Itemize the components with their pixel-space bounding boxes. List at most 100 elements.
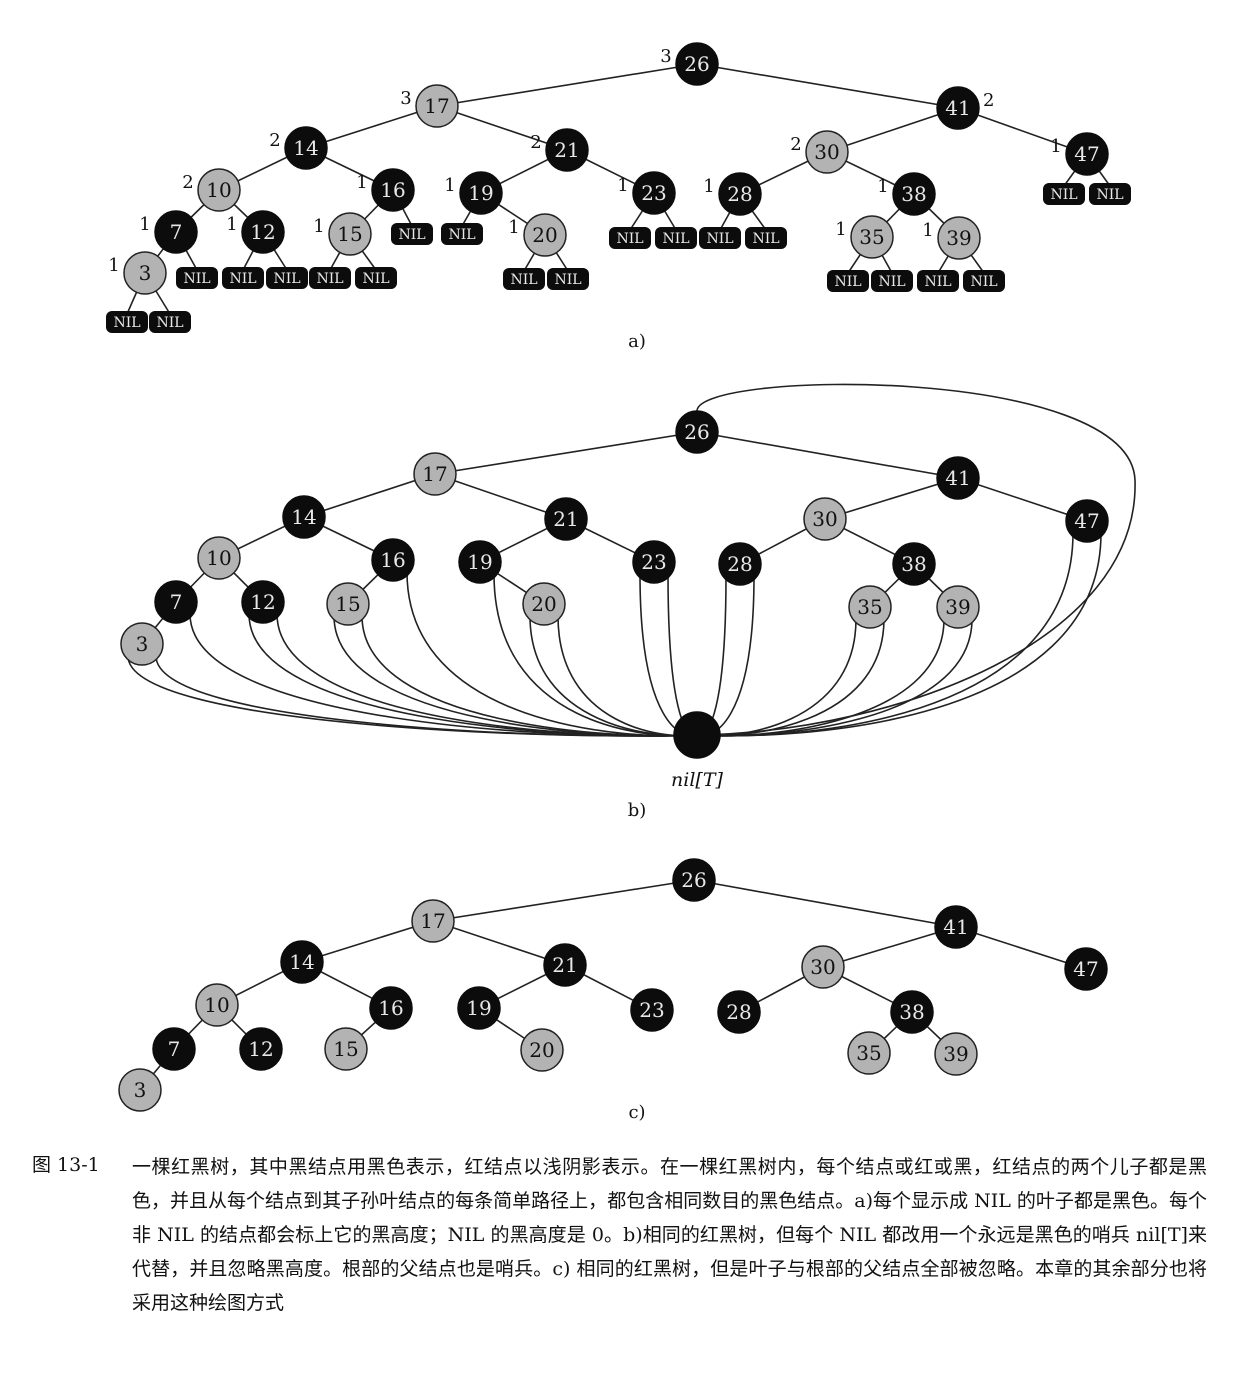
nil-text: NIL	[752, 231, 779, 247]
red-node	[934, 1032, 978, 1076]
tree-node: 28	[717, 990, 761, 1034]
black-node	[675, 410, 719, 454]
black-node	[457, 986, 501, 1030]
black-height-label: 1	[1050, 136, 1061, 157]
tree-node: 30	[801, 945, 845, 989]
black-node	[280, 940, 324, 984]
tree-node: 212	[530, 128, 589, 172]
red-node	[197, 168, 241, 212]
tree-edge	[822, 926, 957, 968]
tree-edge	[696, 431, 959, 479]
nil-text: NIL	[662, 231, 689, 247]
nil-box	[917, 270, 959, 292]
tree-node: 38	[890, 990, 934, 1034]
nil-leaf: NIL	[655, 227, 697, 249]
nil-box	[106, 311, 148, 333]
nil-box	[222, 267, 264, 289]
tree-edge	[432, 879, 695, 922]
tree-edge	[436, 63, 698, 107]
tree-node: 15	[324, 1027, 368, 1071]
tree-edge	[301, 920, 434, 963]
red-node	[197, 536, 241, 580]
node-key: 28	[727, 552, 752, 576]
nil-text: NIL	[878, 274, 905, 290]
nil-leaf: NIL	[441, 223, 483, 245]
node-key: 47	[1073, 957, 1098, 981]
nil-leaf: NIL	[391, 223, 433, 245]
nil-text: NIL	[183, 271, 210, 287]
node-key: 10	[206, 178, 231, 202]
node-key: 47	[1074, 509, 1099, 533]
tree-edge	[434, 431, 698, 475]
nil-leaf: NIL	[547, 268, 589, 290]
black-height-label: 2	[269, 130, 280, 151]
tree-node: 281	[703, 172, 762, 216]
node-key: 15	[335, 592, 360, 616]
black-node	[630, 988, 674, 1032]
tree-edge	[305, 105, 438, 149]
nil-box	[266, 267, 308, 289]
tree-node: 3	[120, 622, 164, 666]
tree-node: 35	[847, 1031, 891, 1075]
red-node	[801, 945, 845, 989]
tree-node: 3	[118, 1068, 162, 1112]
node-key: 14	[293, 136, 318, 160]
red-node	[413, 452, 457, 496]
node-key: 17	[422, 462, 447, 486]
tree-node: 26	[672, 858, 716, 902]
black-height-label: 2	[790, 134, 801, 155]
node-key: 47	[1074, 142, 1099, 166]
black-node	[459, 171, 503, 215]
nil-box	[699, 227, 741, 249]
nil-leaf: NIL	[917, 270, 959, 292]
tree-node: 19	[457, 986, 501, 1030]
tree-node: 71	[139, 210, 198, 254]
nil-text: NIL	[834, 274, 861, 290]
caption-figure-number: 图 13-1	[32, 1154, 100, 1176]
tree-node: 14	[282, 495, 326, 539]
black-height-label: 1	[226, 214, 237, 235]
nil-text: NIL	[1050, 187, 1077, 203]
black-node	[369, 986, 413, 1030]
nil-text: NIL	[706, 231, 733, 247]
nil-box	[391, 223, 433, 245]
nil-leaf: NIL	[106, 311, 148, 333]
sentinel-link	[557, 615, 698, 737]
black-node	[1065, 499, 1109, 543]
sentinel-label: nil[T]	[671, 769, 723, 791]
tree-node: 20	[522, 582, 566, 626]
node-key: 14	[289, 950, 314, 974]
tree-edge	[824, 477, 959, 520]
tree-edge	[826, 107, 959, 153]
black-node	[154, 210, 198, 254]
black-height-label: 2	[530, 132, 541, 153]
sentinel-link	[696, 532, 1102, 737]
black-node	[672, 858, 716, 902]
black-node	[718, 172, 762, 216]
nil-box	[1043, 183, 1085, 205]
black-node	[241, 210, 285, 254]
black-height-label: 1	[617, 175, 628, 196]
black-node	[458, 540, 502, 584]
black-height-label: 1	[444, 175, 455, 196]
node-key: 19	[467, 550, 492, 574]
red-node	[803, 497, 847, 541]
tree-node: 30	[803, 497, 847, 541]
node-key: 10	[204, 993, 229, 1017]
nil-box	[149, 311, 191, 333]
node-key: 21	[553, 507, 578, 531]
red-node	[123, 251, 167, 295]
tree-node: 47	[1065, 499, 1109, 543]
black-node	[675, 42, 719, 86]
nil-text: NIL	[970, 274, 997, 290]
nil-leaf: NIL	[266, 267, 308, 289]
node-key: 21	[552, 953, 577, 977]
nil-text: NIL	[616, 231, 643, 247]
black-height-label: 1	[139, 214, 150, 235]
black-height-label: 1	[313, 216, 324, 237]
node-key: 41	[943, 915, 968, 939]
red-node	[848, 585, 892, 629]
node-key: 35	[859, 225, 884, 249]
